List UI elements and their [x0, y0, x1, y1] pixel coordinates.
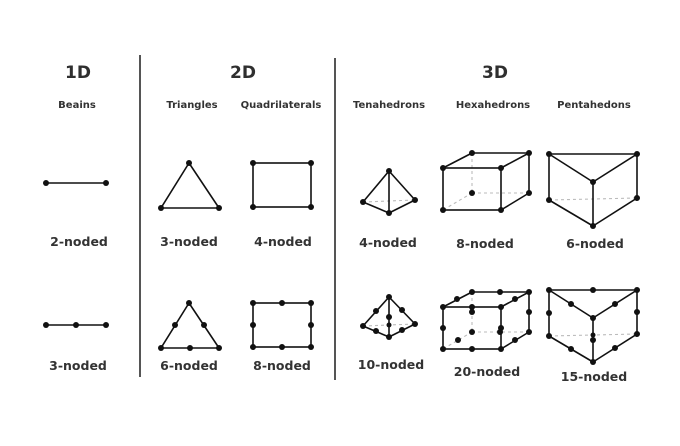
header-3d: 3D	[482, 63, 508, 83]
hexahedron-20-noded-label: 20-noded	[453, 364, 521, 379]
tetrahedrons-label: Tenahedrons	[352, 100, 426, 111]
hexahedron-8-noded-icon	[440, 150, 532, 213]
header-2d: 2D	[230, 63, 256, 83]
pentahedrons-label: Pentahedons	[557, 100, 631, 111]
hexahedron-8-noded-label: 8-noded	[456, 236, 514, 251]
beam-2-noded-label: 2-noded	[50, 234, 108, 249]
divider-2d-3d	[334, 58, 336, 380]
divider-1d-2d	[139, 55, 141, 377]
beam-3-noded-icon	[43, 322, 109, 328]
beam-3-noded-label: 3-noded	[49, 358, 107, 373]
tetrahedron-4-noded-icon	[360, 168, 418, 216]
pentahedron-15-noded-label: 15-noded	[560, 369, 628, 384]
quadrilateral-4-noded-icon	[250, 160, 314, 210]
quadrilateral-8-noded-icon	[250, 300, 314, 350]
pentahedron-6-noded-label: 6-noded	[566, 236, 624, 251]
tetrahedron-10-noded-icon	[360, 294, 418, 340]
header-1d: 1D	[65, 63, 91, 83]
triangle-6-noded-label: 6-noded	[160, 358, 218, 373]
quadrilateral-4-noded-label: 4-noded	[254, 234, 312, 249]
triangle-3-noded-icon	[158, 160, 222, 211]
beams-label: Beains	[58, 100, 96, 111]
quadrilateral-8-noded-label: 8-noded	[253, 358, 311, 373]
triangle-6-noded-icon	[158, 300, 222, 351]
hexahedrons-label: Hexahedrons	[455, 100, 531, 111]
pentahedron-6-noded-icon	[546, 151, 640, 229]
beam-2-noded-icon	[43, 180, 109, 186]
triangles-label: Triangles	[166, 100, 218, 111]
pentahedron-15-noded-icon	[546, 287, 640, 365]
quadrilaterals-label: Quadrilaterals	[240, 100, 322, 111]
tetrahedron-4-noded-label: 4-noded	[359, 235, 417, 250]
tetrahedron-10-noded-label: 10-noded	[357, 357, 425, 372]
hexahedron-20-noded-icon	[440, 289, 532, 352]
triangle-3-noded-label: 3-noded	[160, 234, 218, 249]
